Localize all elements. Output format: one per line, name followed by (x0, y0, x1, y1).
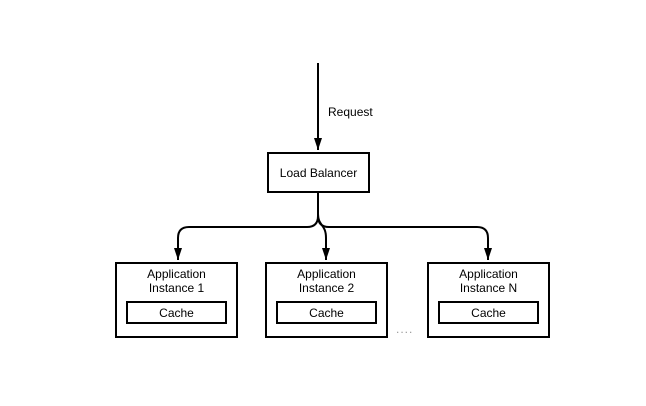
application-instance-1-node: Application Instance 1 Cache (115, 262, 238, 338)
cache-node-1: Cache (126, 301, 227, 324)
branch-arrow-left (174, 193, 319, 260)
branch-arrow-right (317, 193, 492, 260)
request-edge-label: Request (328, 105, 373, 119)
cache-label-n: Cache (471, 305, 506, 320)
more-instances-ellipsis: .... (396, 322, 414, 336)
load-balancer-node: Load Balancer (267, 152, 370, 193)
application-instance-n-label: Application Instance N (459, 267, 518, 295)
load-balancer-label: Load Balancer (279, 165, 358, 180)
cache-label-2: Cache (309, 305, 344, 320)
cache-label-1: Cache (159, 305, 194, 320)
cache-node-2: Cache (276, 301, 377, 324)
application-instance-1-label: Application Instance 1 (147, 267, 206, 295)
application-instance-2-label: Application Instance 2 (297, 267, 356, 295)
application-instance-2-node: Application Instance 2 Cache (265, 262, 388, 338)
application-instance-n-node: Application Instance N Cache (427, 262, 550, 338)
cache-node-n: Cache (438, 301, 539, 324)
